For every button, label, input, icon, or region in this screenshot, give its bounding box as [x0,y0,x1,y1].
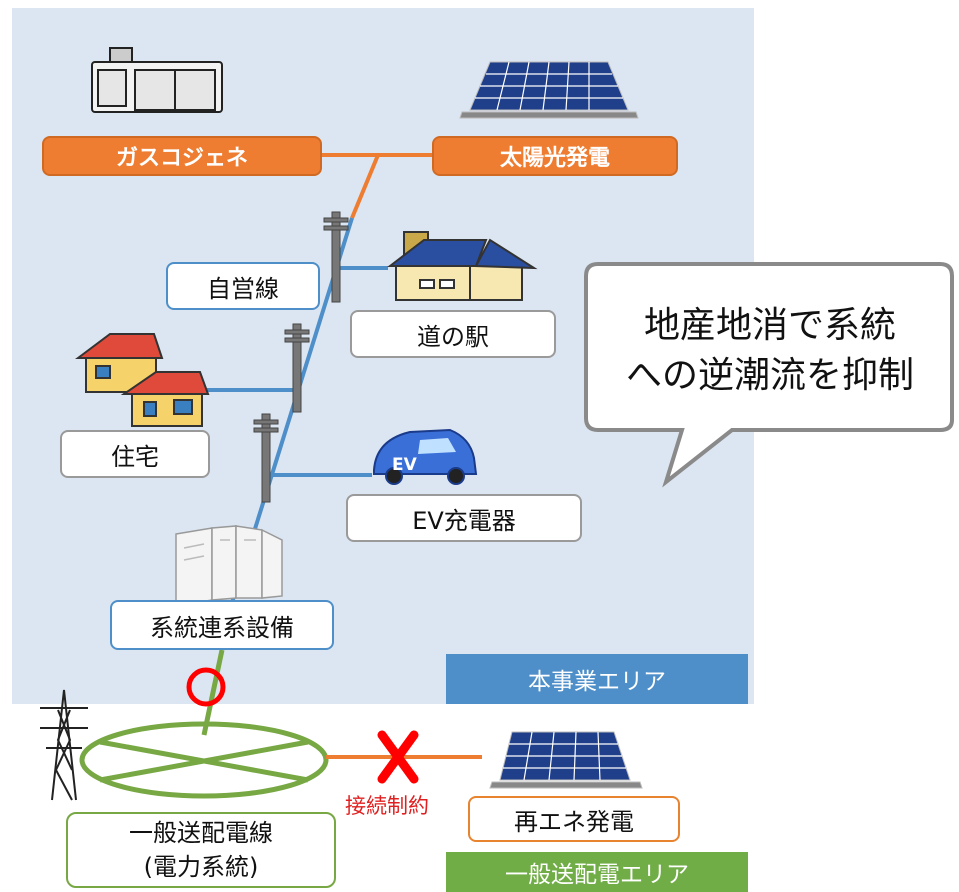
connection-constraint-label: 接続制約 [345,794,429,818]
solar-panel-icon [459,61,639,119]
renewable-generation-label: 再エネ発電 [468,796,680,842]
transmission-tower-icon [40,689,88,801]
roadside-station-icon [387,231,538,301]
generator-lines [322,153,432,219]
callout-text: 地産地消で系統 への逆潮流を抑制 [625,305,914,396]
solar-panel-icon-2 [489,731,643,789]
gas-cogeneration-label: ガスコジェネ [42,136,322,176]
ev-badge: EV [392,455,418,475]
solar-power-label: 太陽光発電 [432,136,678,176]
distribution-line-label: 一般送配電線 (電力系統) [66,812,336,888]
utility-pole-1 [323,211,349,303]
ng-cross-marker [377,730,419,784]
cogeneration-unit-icon [91,47,223,113]
project-area-label: 本事業エリア [446,654,748,704]
private-line-label: 自営線 [166,262,320,310]
houses-label: 住宅 [60,430,210,478]
roadside-station-label: 道の駅 [350,310,556,358]
grid-tie-line [201,649,225,736]
grid-interconnection-label: 系統連系設備 [110,600,334,650]
gen-line-down [350,154,380,219]
grid-network-icon [79,721,329,799]
general-area-label: 一般送配電エリア [446,852,748,892]
house-icon-2 [120,371,210,427]
callout-bubble [584,262,954,488]
ev-charger-label: EV充電器 [346,494,582,542]
ev-car-icon [373,428,478,485]
ok-circle-marker [186,667,226,707]
utility-pole-3 [253,413,279,503]
interconnection-equipment-icon [175,525,283,607]
utility-pole-2 [284,323,310,413]
